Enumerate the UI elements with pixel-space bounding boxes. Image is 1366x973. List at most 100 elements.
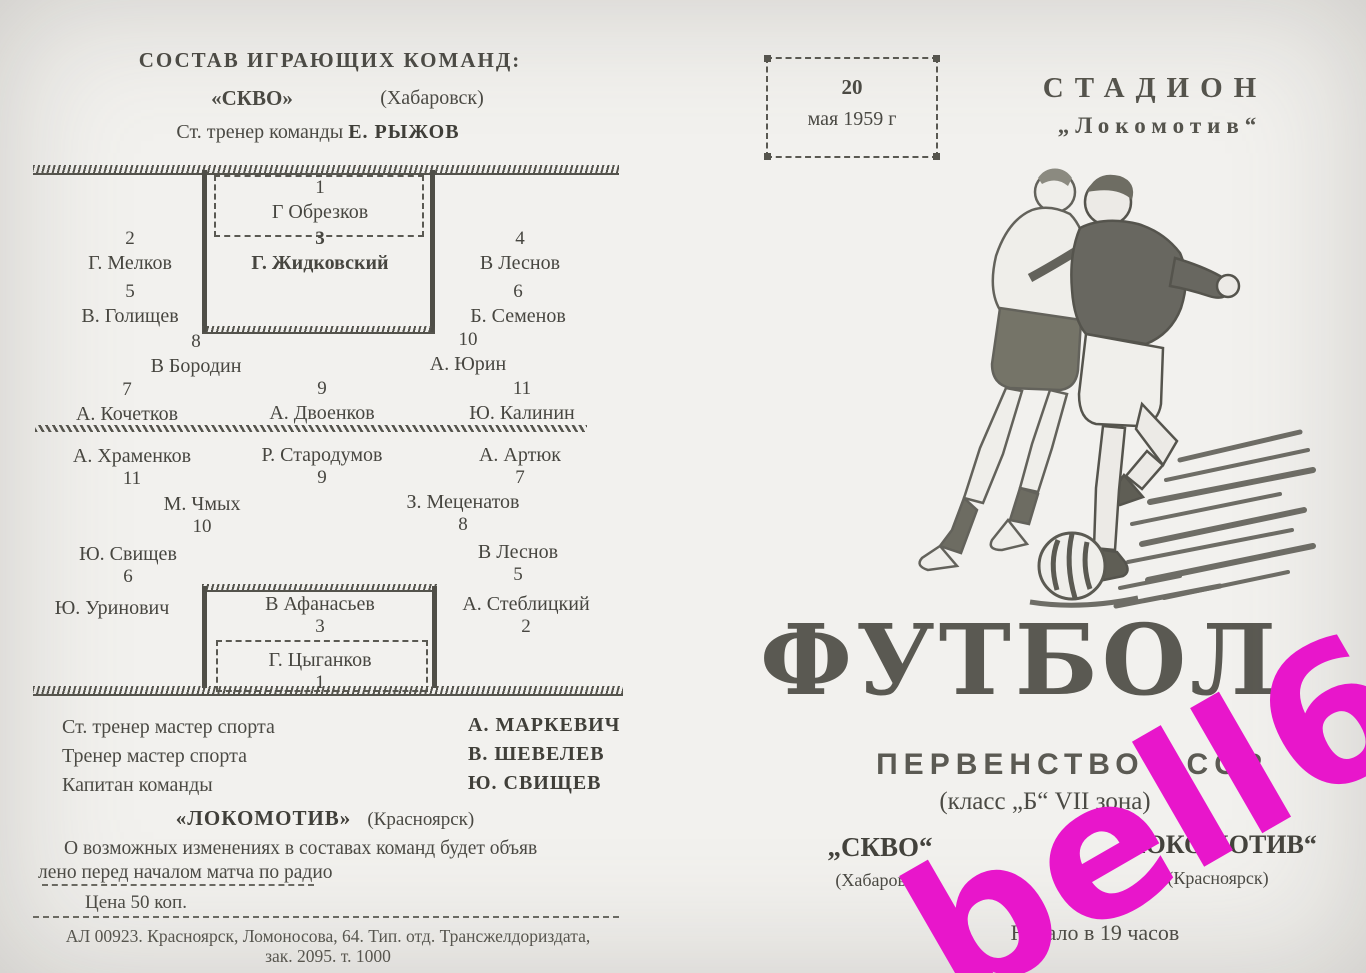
player-position: 7 А. Кочетков <box>76 379 178 426</box>
player-position: 10 А. Юрин <box>430 329 506 376</box>
player-position: А. Храменков 11 <box>73 444 191 491</box>
player-number: 11 <box>122 468 142 489</box>
player-dark <box>1070 174 1241 584</box>
player-name: Г. Жидковский <box>251 251 389 274</box>
player-name: Ю. Свищев <box>79 543 177 565</box>
penalty-box-bottom-line <box>202 326 435 334</box>
player-position: 9 А. Двоенков <box>269 378 374 425</box>
player-number: 6 <box>123 566 133 587</box>
staff-name: А. МАРКЕВИЧ <box>468 714 621 736</box>
radio-notice-line1: О возможных изменениях в составах команд… <box>64 838 538 859</box>
team1-city: (Хабаровск) <box>380 87 484 109</box>
corner-mark <box>764 55 771 62</box>
speed-lines <box>1113 429 1316 609</box>
goal-box-top <box>214 175 424 237</box>
stadium-name: „Локомотив“ <box>1057 113 1263 138</box>
player-position: 1 Г Обрезков <box>272 177 368 224</box>
player-number: 10 <box>192 516 212 537</box>
player-position: В Леснов 5 <box>478 540 558 587</box>
player-position: 8 В Бородин <box>151 331 242 378</box>
player-position: 3 Г. Жидковский <box>251 228 388 275</box>
player-number: 3 <box>315 228 325 249</box>
player-name: Р. Стародумов <box>261 444 383 466</box>
team2-title-line: «ЛОКОМОТИВ» (Красноярск) <box>176 806 474 831</box>
player-position: 5 В. Голищев <box>81 281 178 328</box>
player-position: З. Меценатов 8 <box>407 490 520 537</box>
player-number: 6 <box>513 281 523 302</box>
pitch-bottom-border <box>33 686 623 696</box>
player-name: В. Голищев <box>81 304 179 327</box>
corner-mark <box>933 153 940 160</box>
team2-title: «ЛОКОМОТИВ» <box>175 806 352 830</box>
player-number: 7 <box>515 467 525 488</box>
player-position: Ю. Уринович <box>55 596 170 620</box>
player-position: 11 Ю. Калинин <box>469 378 574 425</box>
penalty-box-left-line <box>202 170 207 332</box>
player-name: В Бородин <box>150 354 242 377</box>
corner-mark <box>764 153 771 160</box>
price-divider-bottom <box>33 916 619 918</box>
footballers-illustration <box>918 168 1316 609</box>
player-position: В Афанасьев 3 <box>265 592 375 639</box>
player-number: 2 <box>521 616 531 637</box>
staff-label: Ст. тренер мастер спорта <box>62 716 275 738</box>
coach-label: Ст. тренер команды <box>176 121 344 143</box>
player-name: В Афанасьев <box>265 593 375 615</box>
player-name: Ю. Калинин <box>469 401 575 424</box>
corner-mark <box>933 55 940 62</box>
player-light <box>918 168 1091 572</box>
player-name: А. Стеблицкий <box>462 593 590 615</box>
player-number: 1 <box>315 177 325 198</box>
player-name: А. Храменков <box>72 445 192 467</box>
player-number: 3 <box>315 616 325 637</box>
player-position: А. Стеблицкий 2 <box>462 592 589 639</box>
player-name: З. Меценатов <box>406 491 520 513</box>
player-name: В Леснов <box>477 541 559 563</box>
player-position: Ю. Свищев 6 <box>79 542 177 589</box>
staff-name: В. ШЕВЕЛЕВ <box>468 743 605 765</box>
championship-subtitle: ПЕРВЕНСТВО СССР <box>876 748 1268 781</box>
coach-name: Е. РЫЖОВ <box>348 121 460 143</box>
player-position: Р. Стародумов 9 <box>262 443 383 490</box>
penalty-box-left-line <box>202 586 207 688</box>
football-icon <box>1029 531 1139 608</box>
player-number: 9 <box>317 467 327 488</box>
player-position: 4 В Леснов <box>480 228 560 275</box>
player-position: М. Чмых 10 <box>164 492 241 539</box>
home-team-name: „СКВО“ <box>827 832 933 862</box>
pitch-top-border <box>33 165 619 175</box>
goal-box-bottom <box>216 640 428 692</box>
player-number: 5 <box>125 281 135 302</box>
radio-notice-line2: лено перед началом матча по радио <box>38 862 333 883</box>
price-label: Цена 50 коп. <box>85 892 187 913</box>
player-number: 5 <box>513 564 523 585</box>
player-number: 2 <box>125 228 135 249</box>
kickoff-time: Начало в 19 часов <box>1010 920 1180 945</box>
team1-name: «СКВО» <box>211 86 293 110</box>
player-number: 9 <box>317 378 327 399</box>
player-number: 1 <box>315 672 325 693</box>
date-rest: мая 1959 г <box>807 108 897 130</box>
player-number: 7 <box>122 379 132 400</box>
player-number: 4 <box>515 228 525 249</box>
player-position: 2 Г. Мелков <box>88 228 172 275</box>
stadium-label: СТАДИОН <box>1042 72 1268 104</box>
player-number: 8 <box>458 514 468 535</box>
match-title: ФУТБОЛ <box>759 603 1281 717</box>
player-position: 6 Б. Семенов <box>470 281 566 328</box>
date-stamp: 20 мая 1959 г <box>764 55 940 160</box>
player-name: А. Юрин <box>429 352 507 375</box>
imprint-line1: АЛ 00923. Красноярск, Ломоносова, 64. Ти… <box>65 926 591 946</box>
player-name: А. Артюк <box>478 444 562 466</box>
player-position: Г. Цыганков 1 <box>268 648 371 695</box>
team2-city: (Красноярск) <box>367 809 475 830</box>
team1-coach-line: Ст. тренер команды Е. РЫЖОВ <box>176 121 459 144</box>
staff-label: Тренер мастер спорта <box>62 745 247 767</box>
player-name: Г. Мелков <box>88 251 172 274</box>
lineups-header: СОСТАВ ИГРАЮЩИХ КОМАНД: <box>138 48 522 72</box>
home-team-city: (Хабаровск) <box>835 870 929 890</box>
player-number: 10 <box>458 329 478 350</box>
player-name: А. Кочетков <box>75 402 179 425</box>
player-name: А. Двоенков <box>269 401 375 424</box>
